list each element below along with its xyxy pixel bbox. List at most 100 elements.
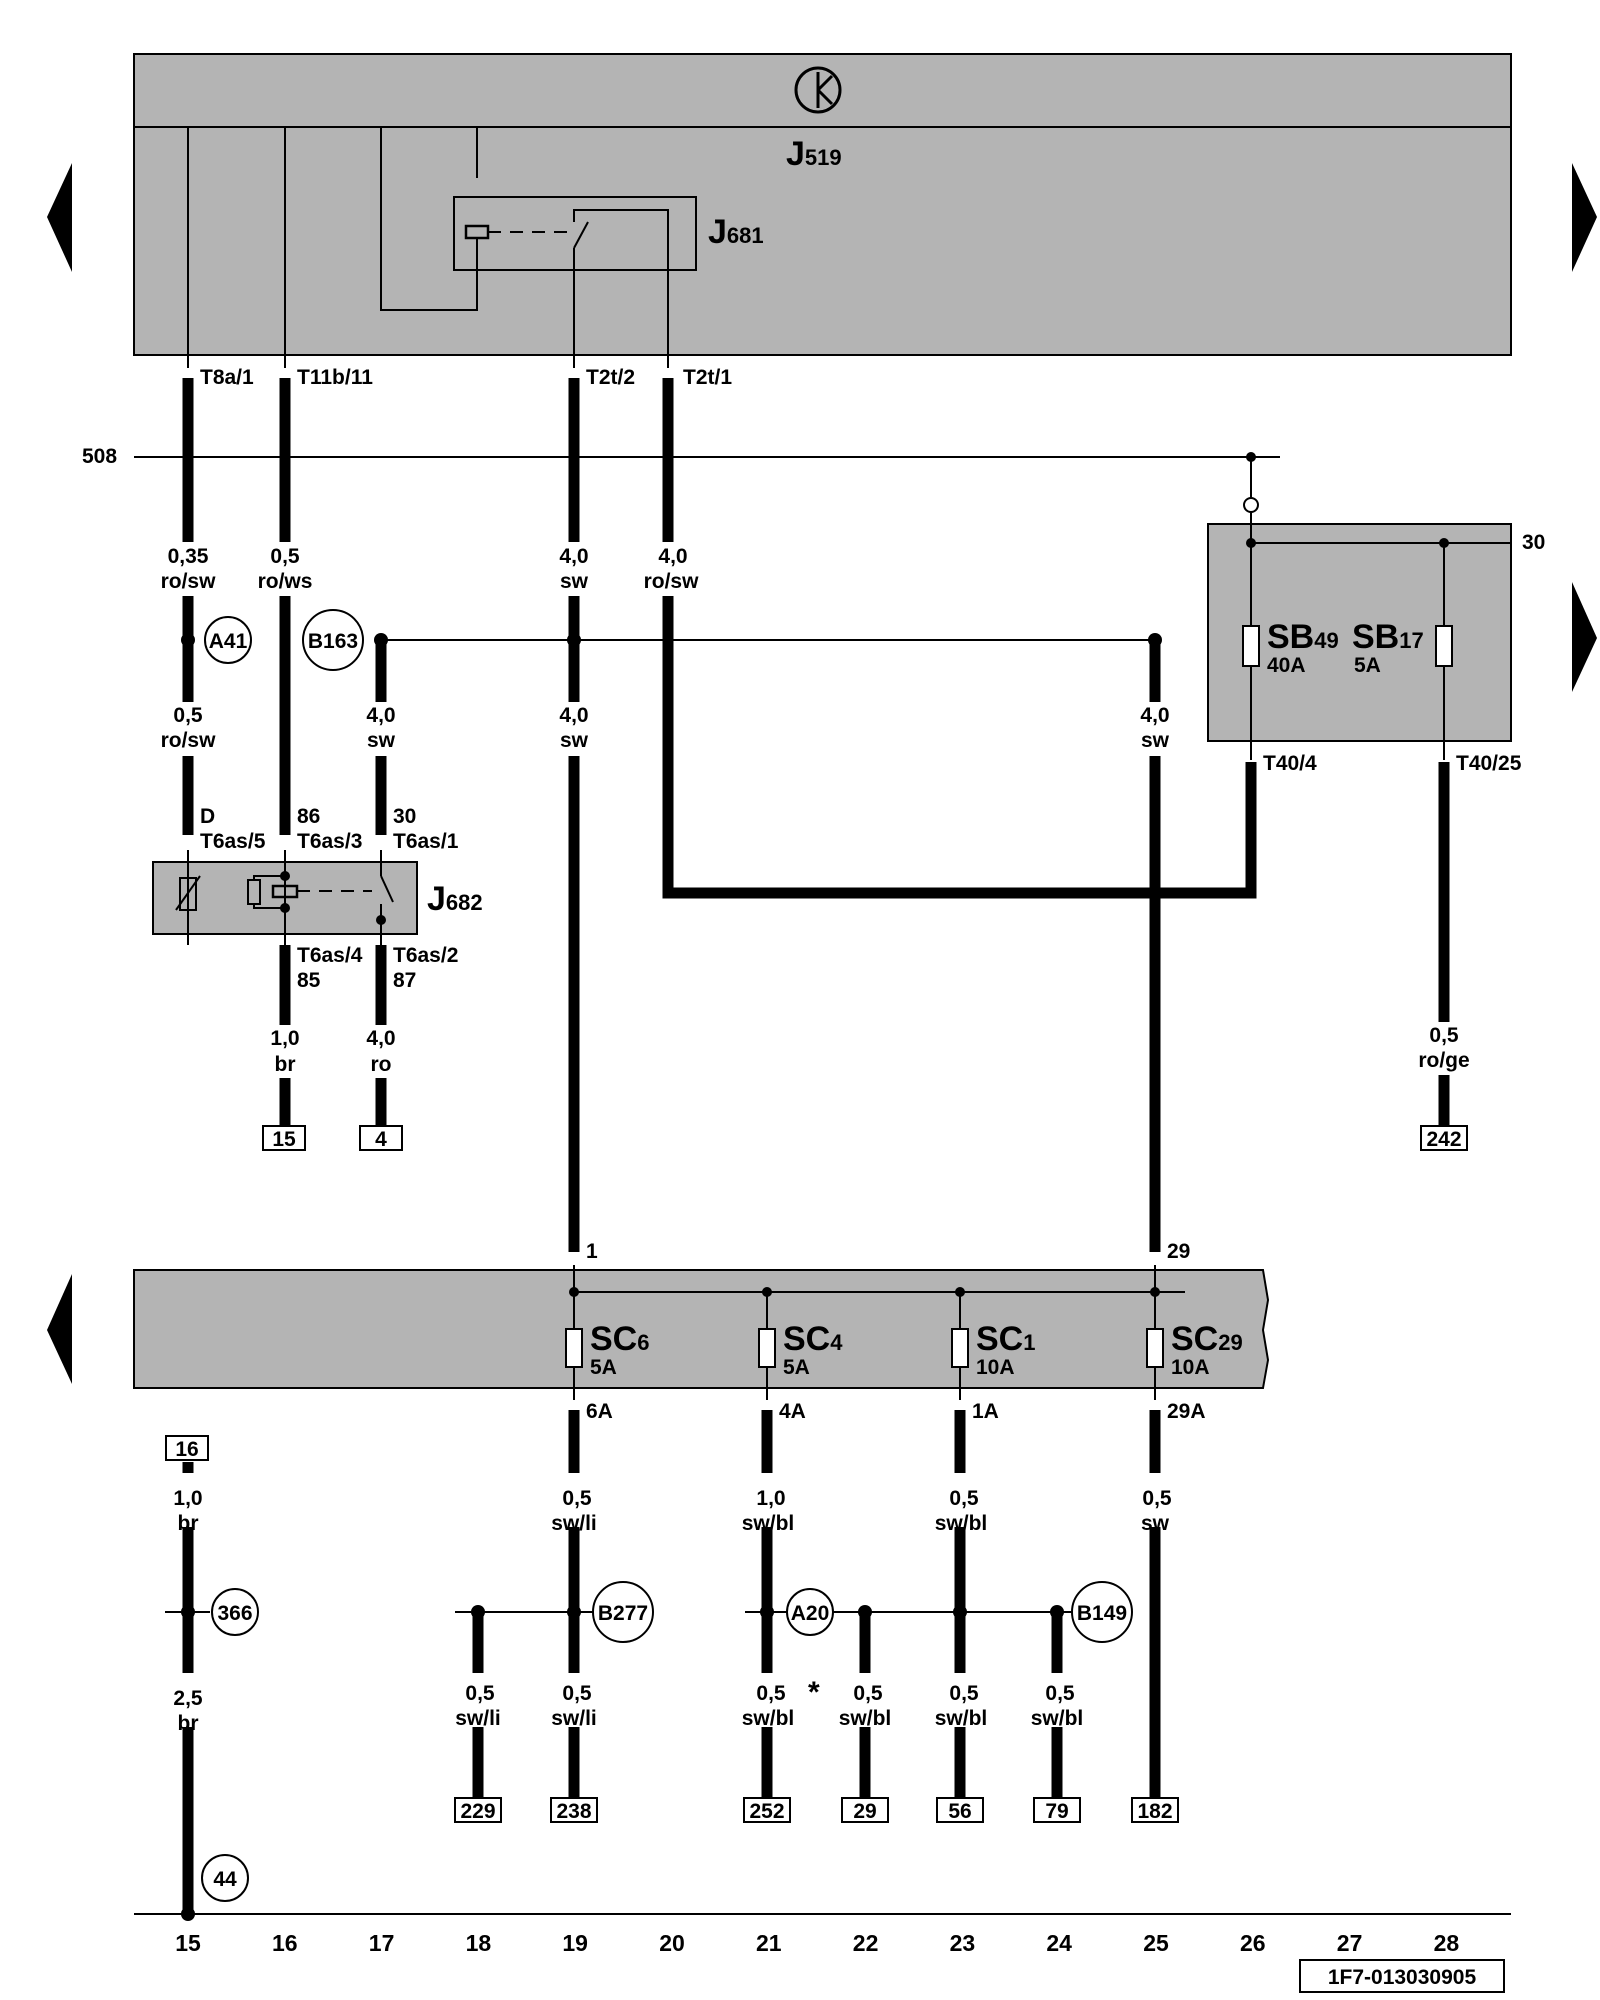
pin-label-d: D: [200, 805, 215, 828]
connector-label-t6as-1: T6as/1: [393, 830, 459, 853]
wire-color-label: br: [275, 1053, 296, 1076]
internal-wire: [253, 904, 285, 909]
wire-size-label: 0,5: [465, 1682, 495, 1705]
wire-color-label: br: [178, 1712, 199, 1735]
fuse-sc4-icon: [758, 1328, 776, 1368]
fuse-sb49-icon: [1242, 625, 1260, 667]
connector-label-sc-out-29a: 29A: [1167, 1400, 1206, 1423]
junction-dot: [1439, 538, 1449, 548]
sc29-label: SC29: [1171, 1320, 1243, 1358]
wire-size-label: 0,5: [270, 545, 300, 568]
wire-color-label: sw/li: [551, 1707, 597, 1730]
ref-box-252[interactable]: [743, 1797, 791, 1823]
ref-box-16[interactable]: [165, 1435, 209, 1461]
arrow-left-icon[interactable]: [47, 1274, 72, 1384]
column-number: 19: [562, 1930, 588, 1956]
junction-dot: [567, 633, 581, 647]
sc6-label: SC6: [590, 1320, 649, 1358]
j681-label: J681: [708, 213, 764, 251]
internal-wire: [380, 127, 478, 311]
junction-dot: [953, 1605, 967, 1619]
ref-label-15: 15: [272, 1128, 296, 1151]
wire-t2t1: [662, 596, 1257, 899]
wire-color-label: ro/sw: [161, 729, 217, 752]
junction-dot: [376, 915, 386, 925]
sb49-rating: 40A: [1267, 654, 1306, 677]
junction-dot: [181, 1605, 195, 1619]
node-366: [211, 1588, 259, 1636]
connector-label-t6as-2: T6as/2: [393, 944, 458, 967]
ref-box-238[interactable]: [550, 1797, 598, 1823]
relay-switch-contact: [573, 221, 589, 249]
ref-box-182[interactable]: [1131, 1797, 1179, 1823]
fuse-sb17-icon: [1435, 625, 1453, 667]
fuse-sc6-icon: [565, 1328, 583, 1368]
internal-wire: [573, 209, 669, 290]
wire-color-label: sw: [560, 729, 589, 752]
column-number: 28: [1434, 1930, 1460, 1956]
ref-label-16: 16: [175, 1438, 198, 1461]
resistor-icon: [179, 877, 197, 911]
connector-label-t6as-3: T6as/3: [297, 830, 362, 853]
wire-color-label: sw/bl: [839, 1707, 892, 1730]
resistor-icon: [175, 875, 201, 911]
ref-box-4[interactable]: [359, 1125, 403, 1151]
arrow-left-icon[interactable]: [47, 163, 72, 272]
column-number: 20: [659, 1930, 685, 1956]
column-number: 21: [756, 1930, 782, 1956]
node-label-b277: B277: [598, 1602, 648, 1625]
wire-color-label: sw: [367, 729, 396, 752]
relay-switch-contact: [380, 875, 394, 903]
connector-label-sc-out-6a: 6A: [586, 1400, 613, 1423]
sb49-label: SB49: [1267, 618, 1339, 656]
wire-size-label: 4,0: [366, 704, 395, 727]
wire-size-label: 1,0: [173, 1487, 202, 1510]
wire-color-label: sw/li: [455, 1707, 501, 1730]
connector-label-t2t-1: T2t/1: [683, 366, 732, 389]
wire-size-label: 0,5: [1429, 1024, 1459, 1047]
doc-code-box: [1299, 1959, 1505, 1993]
sb17-rating: 5A: [1354, 654, 1381, 677]
connector-label-sc-in-1: 1: [586, 1240, 598, 1263]
junction-dot: [181, 633, 195, 647]
ref-label-238: 238: [556, 1800, 591, 1823]
column-number: 22: [853, 1930, 879, 1956]
j519-label: J519: [786, 135, 842, 173]
connector-label-t2t-2: T2t/2: [586, 366, 635, 389]
sc-fuse-panel: [133, 1269, 1270, 1389]
ref-box-15[interactable]: [262, 1125, 306, 1151]
wire-size-label: 4,0: [559, 545, 588, 568]
ref-box-29[interactable]: [841, 1797, 889, 1823]
ref-label-4: 4: [375, 1128, 387, 1151]
column-number: 26: [1240, 1930, 1266, 1956]
wire-size-label: 1,0: [270, 1027, 299, 1050]
wire-size-label: 0,5: [173, 704, 203, 727]
ref-label-29: 29: [853, 1800, 876, 1823]
rail-label-508: 508: [82, 445, 117, 468]
wire-size-label: 0,5: [949, 1682, 979, 1705]
ref-box-79[interactable]: [1033, 1797, 1081, 1823]
j519-module-panel: [133, 53, 1512, 356]
doc-code: 1F7-013030905: [1328, 1966, 1477, 1989]
arrow-right-icon[interactable]: [1572, 163, 1597, 272]
column-number: 23: [950, 1930, 976, 1956]
connector-label-t11b-11: T11b/11: [297, 366, 373, 389]
wire-color-label: sw/li: [551, 1512, 597, 1535]
column-number: 16: [272, 1930, 298, 1956]
wire-color-label: sw/bl: [935, 1707, 988, 1730]
arrow-right-icon[interactable]: [1572, 582, 1597, 692]
wire-color-label: sw/bl: [742, 1512, 795, 1535]
ref-box-242[interactable]: [1420, 1125, 1468, 1151]
wire-size-label: 0,5: [756, 1682, 786, 1705]
ref-label-252: 252: [749, 1800, 784, 1823]
wire-color-label: sw/bl: [1031, 1707, 1084, 1730]
ref-label-56: 56: [948, 1800, 971, 1823]
ground-symbol-icon: [794, 66, 842, 114]
connector-label-t6as-5: T6as/5: [200, 830, 266, 853]
column-number: 25: [1143, 1930, 1169, 1956]
ref-box-229[interactable]: [454, 1797, 502, 1823]
wire-color-label: sw/bl: [742, 1707, 795, 1730]
ref-box-56[interactable]: [936, 1797, 984, 1823]
